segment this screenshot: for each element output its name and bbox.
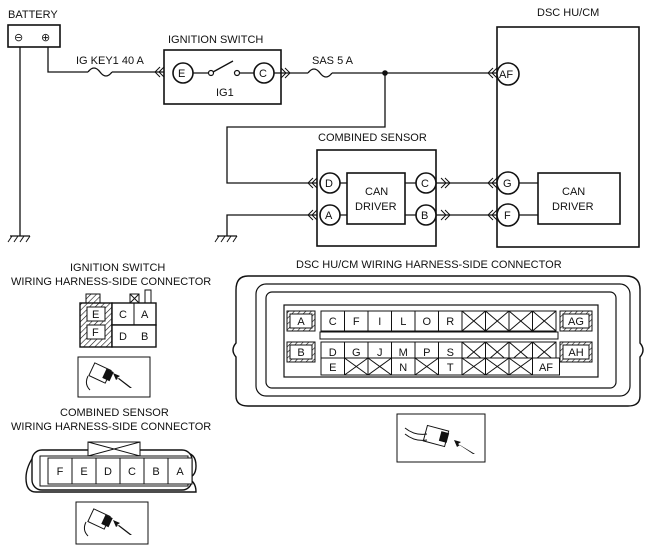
pin-b: B — [141, 331, 148, 343]
svg-text:CAN: CAN — [365, 186, 388, 198]
pin-j: J — [377, 347, 383, 359]
pin-p: P — [423, 347, 430, 359]
connector-chevron-icon — [280, 67, 291, 79]
pin-a: A — [141, 309, 149, 321]
pin-b: B — [297, 347, 304, 359]
switch-icon — [212, 60, 234, 73]
pin-r: R — [446, 316, 454, 328]
switch-contact — [207, 69, 215, 77]
connector-chevron-icon — [487, 67, 498, 79]
pin-f: F — [353, 316, 360, 328]
svg-text:AF: AF — [499, 69, 513, 81]
can-driver-dsc — [537, 172, 621, 225]
pin-t: T — [447, 362, 454, 374]
ig1-label: IG1 — [216, 87, 234, 99]
svg-text:CAN: CAN — [562, 186, 585, 198]
battery-label: BATTERY — [8, 9, 58, 21]
pin-c: C — [329, 316, 337, 328]
pin-o: O — [422, 316, 431, 328]
pin-af: AF — [539, 362, 553, 374]
pin-e: E — [329, 362, 336, 374]
pin-label: E — [80, 466, 87, 478]
dsc-label: DSC HU/CM — [537, 7, 599, 19]
dsc-connector: DSC HU/CM WIRING HARNESS-SIDE CONNECTOR … — [232, 259, 644, 463]
schematic: BATTERY ⊖ ⊕ IG KEY1 40 A IGNITION SWITCH… — [7, 7, 640, 248]
combined-sensor-label: COMBINED SENSOR — [318, 132, 427, 144]
svg-text:WIRING HARNESS-SIDE CONNECTOR: WIRING HARNESS-SIDE CONNECTOR — [11, 421, 211, 433]
ground-icon — [7, 235, 31, 243]
svg-text:G: G — [503, 178, 512, 190]
pin-d: D — [119, 331, 127, 343]
pin-m: M — [399, 347, 408, 359]
wire-battery-fuse — [47, 47, 88, 73]
svg-text:DRIVER: DRIVER — [355, 201, 397, 213]
pin-a: A — [297, 316, 305, 328]
battery-minus: ⊖ — [14, 32, 23, 44]
pin-d — [95, 457, 121, 485]
fuse-icon — [87, 67, 113, 77]
pin-a — [167, 457, 193, 485]
svg-text:IGNITION SWITCH: IGNITION SWITCH — [70, 262, 165, 274]
pin-f: F — [92, 327, 99, 339]
connector-chevron-icon — [307, 177, 318, 189]
connector-plug-icon — [75, 501, 149, 545]
ignition-switch-label: IGNITION SWITCH — [168, 34, 263, 46]
svg-text:F: F — [504, 210, 511, 222]
pin-s: S — [447, 347, 454, 359]
svg-text:C: C — [259, 68, 267, 80]
ground-icon — [214, 235, 238, 243]
battery-plus: ⊕ — [41, 32, 50, 44]
wire-a-ground — [226, 214, 317, 236]
svg-text:A: A — [325, 210, 333, 222]
connector-chevron-icon — [440, 177, 451, 189]
combined-sensor-connector: COMBINED SENSOR WIRING HARNESS-SIDE CONN… — [11, 407, 211, 545]
connector-chevron-icon — [307, 209, 318, 221]
connector-chevron-icon — [154, 66, 165, 78]
connector-chevron-icon — [487, 177, 498, 189]
can-driver-sensor — [346, 172, 406, 225]
pin-label: F — [57, 466, 64, 478]
pin-c: C — [119, 309, 127, 321]
fuse1-label: IG KEY1 40 A — [76, 55, 145, 67]
fuse2-label: SAS 5 A — [312, 55, 354, 67]
battery-symbol — [7, 24, 61, 48]
connector-chevron-icon — [487, 209, 498, 221]
pin-label: B — [152, 466, 159, 478]
wire-splice-d — [226, 73, 386, 184]
fuse-icon — [307, 68, 333, 78]
pin-ah: AH — [568, 347, 583, 359]
pin-ag: AG — [568, 316, 584, 328]
pin-label: D — [104, 466, 112, 478]
svg-text:DRIVER: DRIVER — [552, 201, 594, 213]
svg-text:COMBINED SENSOR: COMBINED SENSOR — [60, 407, 169, 419]
pin-l: L — [400, 316, 406, 328]
pin-e — [71, 457, 97, 485]
svg-text:D: D — [325, 178, 333, 190]
pin-e: E — [92, 309, 99, 321]
pin-n: N — [399, 362, 407, 374]
pin-i: I — [378, 316, 381, 328]
pin-label: C — [128, 466, 136, 478]
pin-c — [119, 457, 145, 485]
svg-text:C: C — [421, 178, 429, 190]
svg-text:WIRING HARNESS-SIDE CONNECTOR: WIRING HARNESS-SIDE CONNECTOR — [11, 276, 211, 288]
svg-text:DSC HU/CM WIRING HARNESS-SIDE: DSC HU/CM WIRING HARNESS-SIDE CONNECTOR — [296, 259, 562, 271]
pin-af — [496, 62, 520, 86]
ignition-switch-connector: IGNITION SWITCH WIRING HARNESS-SIDE CONN… — [11, 262, 211, 398]
pin-d: D — [329, 347, 337, 359]
connector-plug-icon — [77, 356, 151, 398]
pin-g: G — [352, 347, 361, 359]
switch-contact — [233, 69, 241, 77]
svg-text:E: E — [178, 68, 185, 80]
connector-plug-icon — [396, 413, 486, 463]
pin-label: A — [176, 466, 184, 478]
connector-chevron-icon — [440, 209, 451, 221]
svg-text:B: B — [421, 210, 428, 222]
